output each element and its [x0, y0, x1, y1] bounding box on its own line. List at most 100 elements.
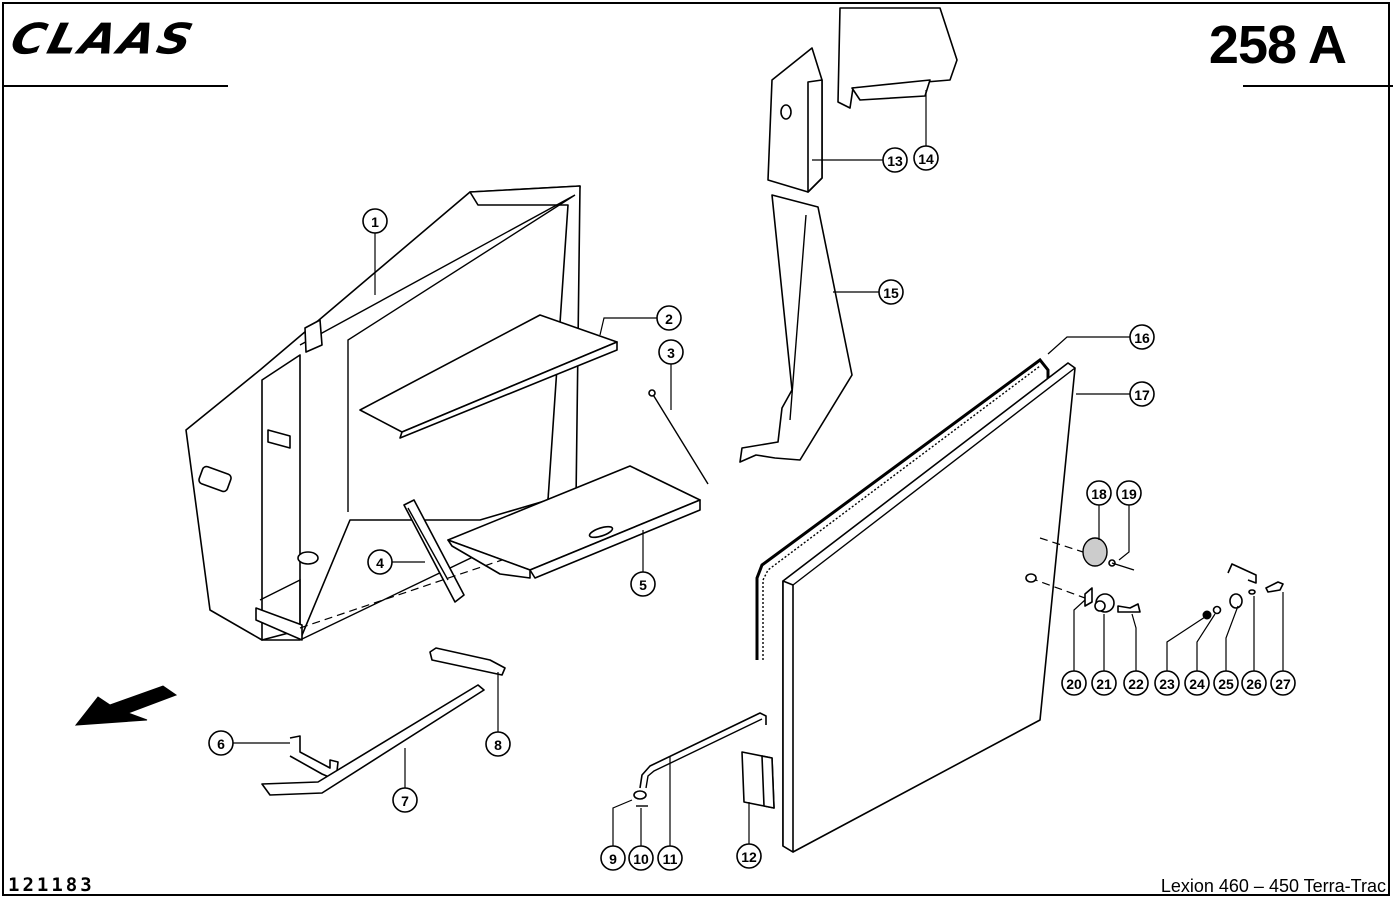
callout-23[interactable]: 23: [1154, 670, 1180, 696]
callout-circle: [882, 147, 908, 173]
callout-number: 26: [1246, 676, 1262, 692]
part-screw-19[interactable]: [1108, 559, 1135, 571]
part-support-bar[interactable]: [261, 684, 485, 796]
callout-25[interactable]: 25: [1213, 670, 1239, 696]
header-rule-right: [1243, 85, 1393, 87]
callout-21[interactable]: 21: [1091, 670, 1117, 696]
callout-number: 15: [883, 285, 899, 301]
callout-19[interactable]: 19: [1116, 480, 1142, 506]
callout-4[interactable]: 4: [367, 549, 393, 575]
callout-circle: [913, 145, 939, 171]
callout-circle: [1123, 670, 1149, 696]
part-washer-9[interactable]: [633, 790, 647, 800]
part-washer-24[interactable]: [1212, 605, 1222, 615]
callout-circle: [208, 730, 234, 756]
part-side-panel[interactable]: [739, 194, 853, 463]
callout-10[interactable]: 10: [628, 845, 654, 871]
callout-14[interactable]: 14: [913, 145, 939, 171]
part-bolt-27[interactable]: [1265, 581, 1284, 593]
callout-18[interactable]: 18: [1086, 480, 1112, 506]
part-lower-shelf[interactable]: [447, 465, 701, 579]
callout-17[interactable]: 17: [1129, 381, 1155, 407]
callout-11[interactable]: 11: [657, 845, 683, 871]
callout-number: 17: [1134, 387, 1150, 403]
callout-6[interactable]: 6: [208, 730, 234, 756]
part-link[interactable]: [429, 647, 506, 676]
callout-12[interactable]: 12: [736, 843, 762, 869]
callout-number: 13: [887, 153, 903, 169]
callout-number: 9: [609, 851, 617, 867]
callout-7[interactable]: 7: [392, 787, 418, 813]
direction-arrow-icon: [74, 685, 178, 726]
callout-number: 3: [667, 345, 675, 361]
callout-circle: [1213, 670, 1239, 696]
callout-5[interactable]: 5: [630, 571, 656, 597]
callout-27[interactable]: 27: [1270, 670, 1296, 696]
assembly-line: [1039, 537, 1084, 553]
callout-22[interactable]: 22: [1123, 670, 1149, 696]
part-upper-panel[interactable]: [837, 7, 958, 109]
assembly-line: [1029, 577, 1086, 599]
callout-circle: [600, 845, 626, 871]
part-door-seal[interactable]: [755, 357, 1050, 660]
callout-number: 10: [633, 851, 649, 867]
callout-circle: [1129, 324, 1155, 350]
part-door-panel[interactable]: [782, 362, 1076, 853]
callout-circle: [878, 279, 904, 305]
callout-number: 8: [494, 737, 502, 753]
callout-24[interactable]: 24: [1184, 670, 1210, 696]
part-key[interactable]: [1117, 603, 1141, 613]
part-strut[interactable]: [403, 499, 465, 603]
callout-9[interactable]: 9: [600, 845, 626, 871]
callout-circle: [1241, 670, 1267, 696]
callout-number: 1: [371, 214, 379, 230]
callout-1[interactable]: 1: [362, 208, 388, 234]
part-side-plate[interactable]: [767, 47, 823, 193]
callout-circle: [658, 339, 684, 365]
header-rule-left: [4, 85, 228, 87]
callout-number: 20: [1066, 676, 1082, 692]
callout-13[interactable]: 13: [882, 147, 908, 173]
assembly-line: [299, 559, 503, 629]
callout-circle: [1086, 480, 1112, 506]
part-cover-cap[interactable]: [1082, 537, 1108, 567]
callout-circle: [367, 549, 393, 575]
page-number: 258 A: [1208, 15, 1347, 75]
callout-circle: [1091, 670, 1117, 696]
part-clip-26[interactable]: [1227, 563, 1257, 595]
part-upper-shelf[interactable]: [359, 314, 618, 439]
callout-number: 27: [1275, 676, 1291, 692]
callout-3[interactable]: 3: [658, 339, 684, 365]
part-catch[interactable]: [1084, 587, 1093, 607]
callout-circle: [1184, 670, 1210, 696]
callout-circle: [362, 208, 388, 234]
callout-number: 11: [663, 851, 678, 867]
callout-circle: [628, 845, 654, 871]
callout-circle: [657, 845, 683, 871]
part-hinge[interactable]: [741, 751, 775, 809]
drawing-number: 121183: [8, 874, 95, 896]
callout-number: 5: [639, 577, 647, 593]
callout-number: 19: [1121, 486, 1137, 502]
callout-16[interactable]: 16: [1129, 324, 1155, 350]
callout-circle: [1061, 670, 1087, 696]
callout-2[interactable]: 2: [656, 305, 682, 331]
part-spring-25[interactable]: [1229, 593, 1243, 609]
part-door-stay-rod[interactable]: [639, 712, 767, 789]
callout-circle: [1154, 670, 1180, 696]
part-plug[interactable]: [1025, 573, 1037, 583]
callout-26[interactable]: 26: [1241, 670, 1267, 696]
callout-circle: [1116, 480, 1142, 506]
callout-15[interactable]: 15: [878, 279, 904, 305]
callout-8[interactable]: 8: [485, 731, 511, 757]
callout-20[interactable]: 20: [1061, 670, 1087, 696]
part-lock[interactable]: [1094, 593, 1115, 613]
part-pin[interactable]: [648, 389, 709, 485]
callout-number: 6: [217, 736, 225, 752]
callout-circle: [485, 731, 511, 757]
callout-circle: [630, 571, 656, 597]
callout-circle: [1129, 381, 1155, 407]
callout-number: 21: [1096, 676, 1112, 692]
